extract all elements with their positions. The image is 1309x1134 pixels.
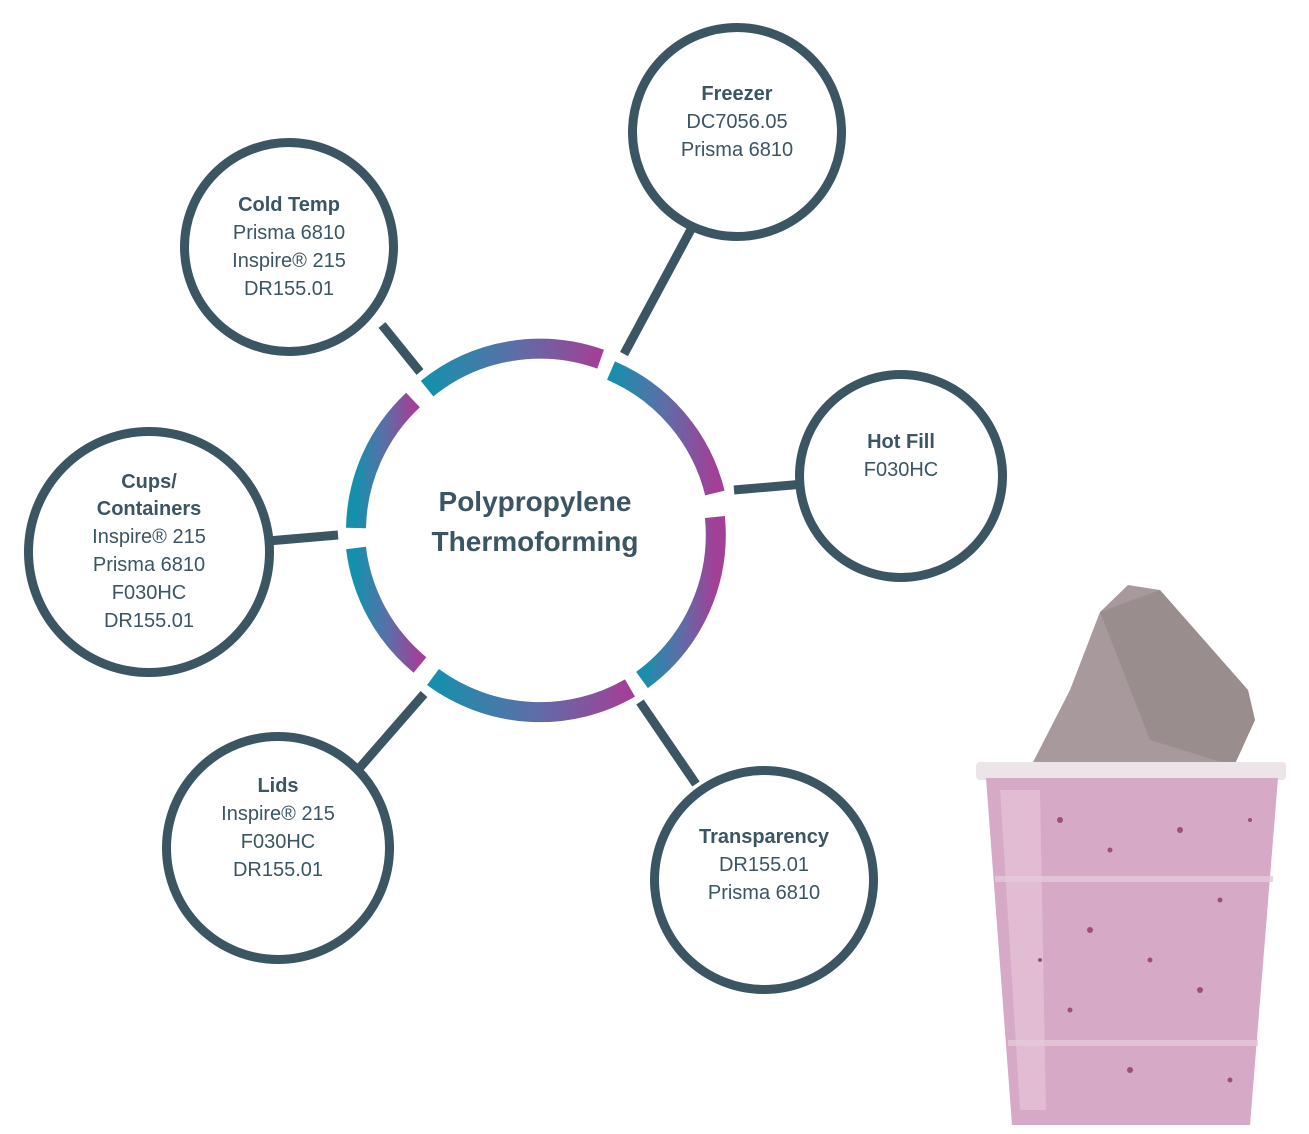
center-title: Polypropylene Thermoforming	[372, 462, 698, 582]
node-freezer: Freezer DC7056.05 Prisma 6810	[628, 23, 846, 241]
node-item: Inspire® 215	[221, 802, 335, 825]
node-item: Prisma 6810	[680, 138, 794, 161]
ring-segment-3	[636, 516, 726, 689]
node-item: Inspire® 215	[232, 249, 346, 272]
ring-segment-5	[346, 546, 427, 673]
ring-segment-6	[346, 392, 420, 529]
node-item: DR155.01	[232, 858, 324, 881]
yogurt-cup-image	[976, 585, 1286, 1125]
ring-segment-1	[420, 338, 604, 397]
node-item: F030HC	[240, 830, 316, 853]
node-title: Cold Temp	[238, 193, 340, 216]
node-item: Prisma 6810	[92, 554, 206, 576]
node-item: Prisma 6810	[232, 221, 346, 244]
node-title: Hot Fill	[867, 430, 935, 453]
node-title: Cups/ Containers	[96, 471, 202, 520]
node-item: Inspire® 215	[92, 526, 206, 548]
connector-freezer	[620, 219, 699, 357]
center-ring	[346, 338, 726, 723]
node-title: Transparency	[698, 825, 830, 848]
node-cold-temp: Cold Temp Prisma 6810 Inspire® 215 DR155…	[180, 138, 398, 356]
ring-segment-4	[427, 668, 636, 723]
center-title-line-2: Thermoforming	[431, 526, 639, 557]
cup-rim	[976, 762, 1286, 780]
cup-highlight	[1000, 790, 1046, 1110]
node-transparency: Transparency DR155.01 Prisma 6810	[650, 766, 878, 994]
connector-cold-temp	[378, 322, 424, 375]
node-title: Freezer	[701, 82, 773, 105]
cup-band-2	[1008, 1040, 1258, 1046]
ring-segment-2	[606, 361, 725, 496]
cup-body	[986, 778, 1278, 1125]
node-cups-containers: Cups/ Containers Inspire® 215 Prisma 681…	[24, 427, 274, 677]
connector-cups	[267, 530, 339, 546]
node-item: F030HC	[111, 582, 187, 604]
node-item: DC7056.05	[686, 110, 788, 133]
connector-hot-fill	[733, 479, 805, 495]
connector-transparency	[636, 699, 700, 787]
cup-band-1	[995, 876, 1273, 882]
node-item: Prisma 6810	[707, 881, 821, 904]
node-lids: Lids Inspire® 215 F030HC DR155.01	[162, 732, 394, 964]
center-title-line-1: Polypropylene	[438, 486, 632, 517]
connector-lids	[352, 691, 428, 775]
node-item: DR155.01	[718, 853, 810, 876]
berry-specks	[1038, 817, 1252, 1083]
node-title: Lids	[257, 774, 299, 797]
node-item: DR155.01	[103, 610, 195, 632]
node-item: F030HC	[863, 458, 939, 481]
node-item: DR155.01	[243, 277, 335, 300]
node-hot-fill: Hot Fill F030HC	[795, 370, 1007, 582]
foil-lid-shade	[1100, 590, 1255, 766]
